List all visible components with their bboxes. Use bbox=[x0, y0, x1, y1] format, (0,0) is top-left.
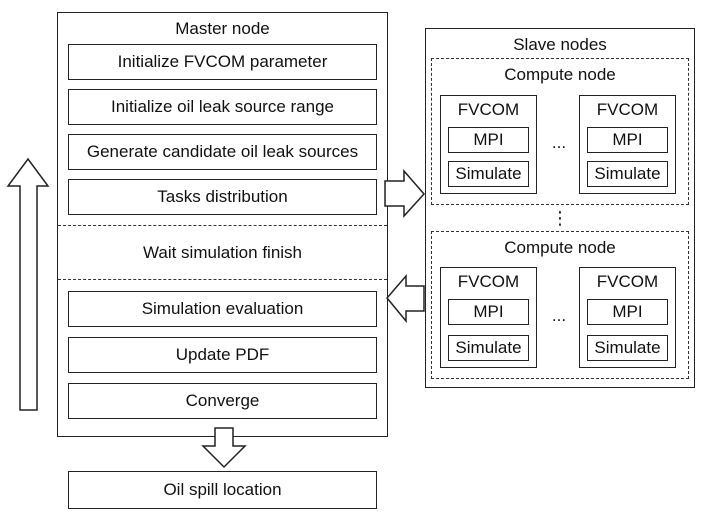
step-converge-label: Converge bbox=[185, 391, 260, 410]
step-tasks-distribution bbox=[68, 179, 377, 215]
step-update-pdf-label: Update PDF bbox=[175, 345, 270, 364]
simulate-label-2b: Simulate bbox=[594, 338, 661, 357]
mpi-label-2b: MPI bbox=[612, 302, 643, 321]
step-initialize-range bbox=[68, 89, 377, 125]
fvcom-unit-1a-title: FVCOM bbox=[457, 100, 520, 119]
compute-node-1-title: Compute node bbox=[504, 65, 616, 84]
master-node-title: Master node bbox=[175, 19, 270, 38]
fvcom-unit-1b-title: FVCOM bbox=[596, 100, 659, 119]
slave-nodes-title: Slave nodes bbox=[513, 35, 607, 54]
mpi-box-1a bbox=[448, 127, 529, 153]
compute-node-2-title: Compute node bbox=[504, 238, 616, 257]
vertical-ellipsis: ⋮ bbox=[551, 207, 569, 228]
simulate-label-1b: Simulate bbox=[594, 164, 661, 183]
simulate-box-2b bbox=[587, 335, 668, 361]
step-update-pdf bbox=[68, 337, 377, 373]
step-initialize-range-label: Initialize oil leak source range bbox=[110, 97, 334, 116]
step-simulation-evaluation-label: Simulation evaluation bbox=[141, 299, 304, 318]
step-converge bbox=[68, 383, 377, 419]
fvcom-unit-2a-title: FVCOM bbox=[457, 272, 520, 291]
simulate-box-1b bbox=[587, 161, 668, 187]
mpi-label-1b: MPI bbox=[612, 130, 643, 149]
horizontal-ellipsis-2: ... bbox=[551, 306, 567, 325]
step-generate-candidates-label: Generate candidate oil leak sources bbox=[86, 142, 359, 161]
output-label: Oil spill location bbox=[163, 480, 282, 499]
simulate-box-2a bbox=[448, 335, 529, 361]
compute-node-2 bbox=[431, 231, 689, 379]
mpi-box-2b bbox=[587, 299, 668, 325]
horizontal-ellipsis-1: ... bbox=[551, 133, 567, 152]
fvcom-unit-2b-title: FVCOM bbox=[596, 272, 659, 291]
mpi-label-1a: MPI bbox=[473, 130, 504, 149]
step-generate-candidates bbox=[68, 134, 377, 170]
simulate-label-1a: Simulate bbox=[455, 164, 522, 183]
compute-node-1 bbox=[431, 58, 689, 205]
step-initialize-fvcom-label: Initialize FVCOM parameter bbox=[117, 52, 328, 71]
mpi-box-2a bbox=[448, 299, 529, 325]
wait-simulation-label: Wait simulation finish bbox=[142, 243, 303, 262]
simulate-box-1a bbox=[448, 161, 529, 187]
simulate-label-2a: Simulate bbox=[455, 338, 522, 357]
master-divider-bottom bbox=[58, 279, 387, 280]
output-box bbox=[68, 471, 377, 509]
step-initialize-fvcom bbox=[68, 44, 377, 80]
step-tasks-distribution-label: Tasks distribution bbox=[157, 187, 288, 206]
mpi-box-1b bbox=[587, 127, 668, 153]
mpi-label-2a: MPI bbox=[473, 302, 504, 321]
master-divider-top bbox=[58, 225, 387, 226]
step-simulation-evaluation bbox=[68, 291, 377, 327]
